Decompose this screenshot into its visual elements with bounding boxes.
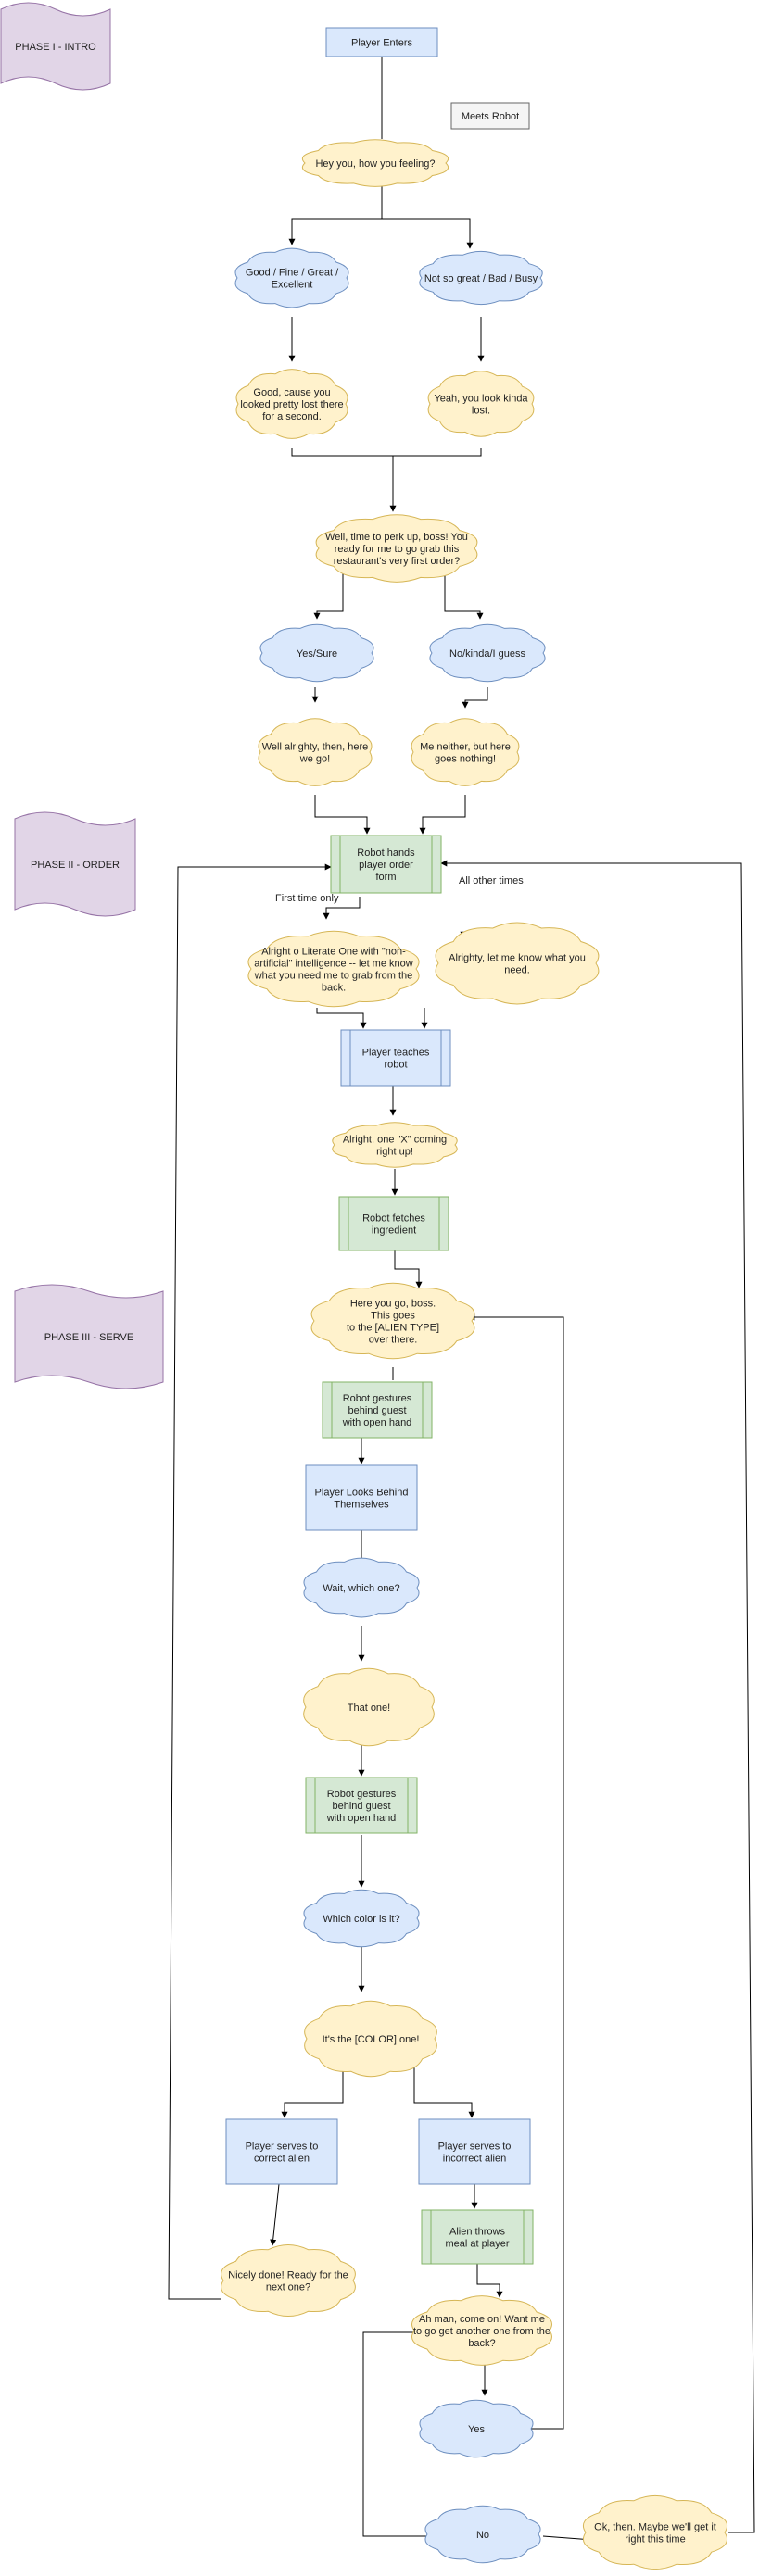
yeah-lost-node bbox=[427, 371, 535, 437]
serves-correct-node bbox=[225, 2118, 338, 2185]
me-neither-node bbox=[411, 718, 520, 786]
yes-node-label: Yes bbox=[468, 2424, 485, 2435]
hey-you-node-label: Hey you, how you feeling? bbox=[315, 158, 435, 170]
good-fine-node bbox=[234, 247, 349, 308]
nicely-done-node bbox=[221, 2244, 356, 2318]
no-node bbox=[424, 2505, 541, 2564]
phase-serve-banner-label: PHASE III - SERVE bbox=[44, 1332, 133, 1343]
its-color-node bbox=[304, 2000, 437, 2078]
no-kinda-node-label: No/kinda/I guess bbox=[449, 648, 525, 660]
phase-order-banner bbox=[14, 811, 136, 917]
not-so-great-node-label: Not so great / Bad / Busy bbox=[424, 273, 538, 284]
literate-one-node-label: Alright o Literate One with "non-artific… bbox=[254, 947, 413, 994]
alien-throws-node bbox=[421, 2209, 534, 2265]
gestures-2-node bbox=[305, 1777, 418, 1834]
phase-intro-banner-label: PHASE I - INTRO bbox=[15, 42, 96, 53]
here-you-go-node bbox=[310, 1282, 475, 1360]
yes-sure-node bbox=[259, 623, 374, 683]
which-color-node-label: Which color is it? bbox=[323, 1914, 399, 1925]
that-one-node-label: That one! bbox=[348, 1703, 390, 1714]
wait-which-node bbox=[303, 1557, 420, 1618]
player-enters-node bbox=[325, 27, 438, 57]
phase-intro-banner bbox=[0, 2, 111, 91]
alrighty-know-node bbox=[435, 922, 600, 1005]
player-enters-node-label: Player Enters bbox=[351, 38, 413, 49]
serves-incorrect-node bbox=[418, 2118, 531, 2185]
player-looks-node bbox=[305, 1464, 418, 1531]
literate-one-node bbox=[247, 930, 420, 1008]
meets-robot-note bbox=[450, 102, 530, 130]
robot-hands-node bbox=[330, 835, 442, 894]
not-so-great-node bbox=[419, 250, 543, 306]
good-cause-node bbox=[235, 369, 348, 439]
ah-man-node bbox=[411, 2295, 552, 2366]
gestures-1-node bbox=[322, 1381, 433, 1439]
no-node-label: No bbox=[476, 2530, 489, 2541]
perk-up-node bbox=[315, 514, 478, 583]
robot-fetches-node bbox=[338, 1196, 449, 1251]
phase-order-banner-label: PHASE II - ORDER bbox=[31, 860, 120, 871]
all-other-times-label: All other times bbox=[459, 875, 524, 886]
connectors bbox=[168, 57, 755, 2544]
good-fine-node-label: Good / Fine / Great /Excellent bbox=[246, 268, 339, 291]
alrighty-go-node bbox=[258, 718, 373, 786]
meets-robot-note-label: Meets Robot bbox=[462, 111, 519, 122]
hey-you-node bbox=[301, 139, 449, 187]
yes-sure-node-label: Yes/Sure bbox=[297, 648, 337, 660]
player-teaches-node bbox=[340, 1029, 451, 1087]
that-one-node bbox=[303, 1667, 435, 1747]
no-kinda-node bbox=[429, 623, 546, 683]
ok-then-node bbox=[582, 2494, 728, 2570]
one-x-node bbox=[332, 1122, 458, 1168]
yes-node bbox=[419, 2399, 534, 2458]
its-color-node-label: It's the [COLOR] one! bbox=[323, 2034, 420, 2045]
phase-serve-banner bbox=[14, 1284, 164, 1389]
wait-which-node-label: Wait, which one? bbox=[323, 1583, 399, 1594]
first-time-only-label: First time only bbox=[275, 893, 339, 904]
which-color-node bbox=[303, 1889, 420, 1948]
